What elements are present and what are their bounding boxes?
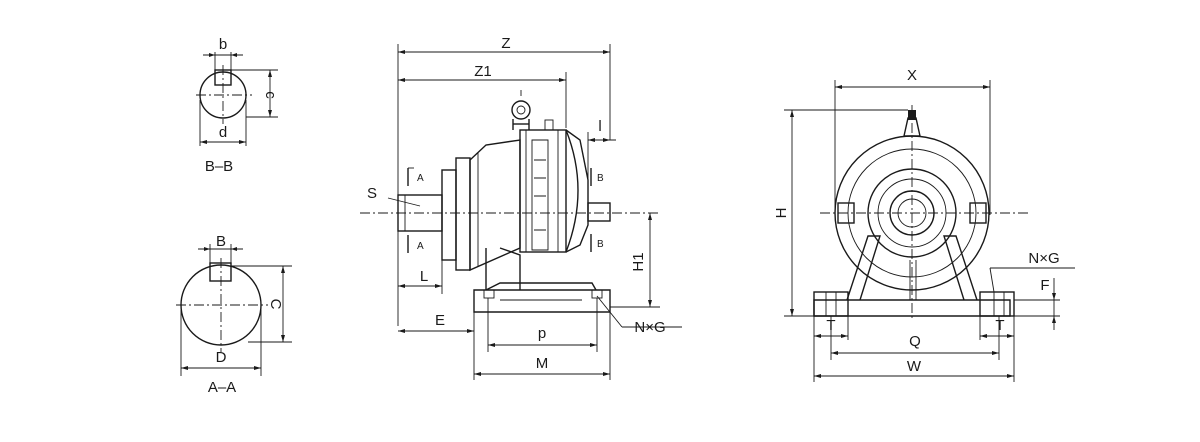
dim-X-label: X <box>907 67 917 84</box>
end-leg-right <box>943 235 978 301</box>
section-A-top: A <box>417 173 424 184</box>
rear-cover <box>565 129 579 253</box>
side-view: Z Z1 l <box>360 35 682 380</box>
dim-D-label: D <box>216 349 227 366</box>
lifting-eye <box>511 100 531 120</box>
dim-d-label: d <box>219 124 227 141</box>
dim-b-label: b <box>219 36 227 53</box>
dim-M-label: M <box>536 355 549 372</box>
dim-l-label: l <box>598 118 601 135</box>
end-leg-left <box>846 235 881 301</box>
dim-H1-label: H1 <box>630 252 647 271</box>
dim-F-label: F <box>1040 277 1049 294</box>
section-A-bottom: A <box>417 241 424 252</box>
end-foot-right <box>979 291 1015 317</box>
dim-C-label: C <box>267 299 284 310</box>
dim-Z-label: Z <box>501 35 510 52</box>
shaft-S-label: S <box>367 185 377 202</box>
reducer-housing <box>469 139 521 272</box>
dim-T-right-label: T <box>995 317 1004 334</box>
dim-E-label: E <box>435 312 445 329</box>
output-flange <box>441 169 457 261</box>
dim-H-label: H <box>773 208 790 219</box>
dim-L-label: L <box>420 268 428 285</box>
end-NxG-label: N×G <box>1028 250 1059 267</box>
dim-Q-label: Q <box>909 333 921 350</box>
cycloid-section <box>519 129 567 253</box>
dim-W-label: W <box>907 358 922 375</box>
section-aa: B C D A–A <box>176 233 292 396</box>
section-bb-title: B–B <box>205 158 233 175</box>
section-aa-title: A–A <box>208 379 236 396</box>
end-foot-left <box>813 291 849 317</box>
end-view: X H <box>773 67 1075 382</box>
section-B-top: B <box>597 173 604 184</box>
dim-p-label: p <box>538 325 546 342</box>
dim-c-label: c <box>262 91 279 99</box>
keyway-large <box>209 262 232 282</box>
dim-B-label: B <box>216 233 226 250</box>
section-B-bottom: B <box>597 239 604 250</box>
side-NxG-label: N×G <box>634 319 665 336</box>
dim-Z1-label: Z1 <box>474 63 492 80</box>
section-bb: b c d B–B <box>196 36 279 175</box>
input-shaft <box>587 202 611 222</box>
